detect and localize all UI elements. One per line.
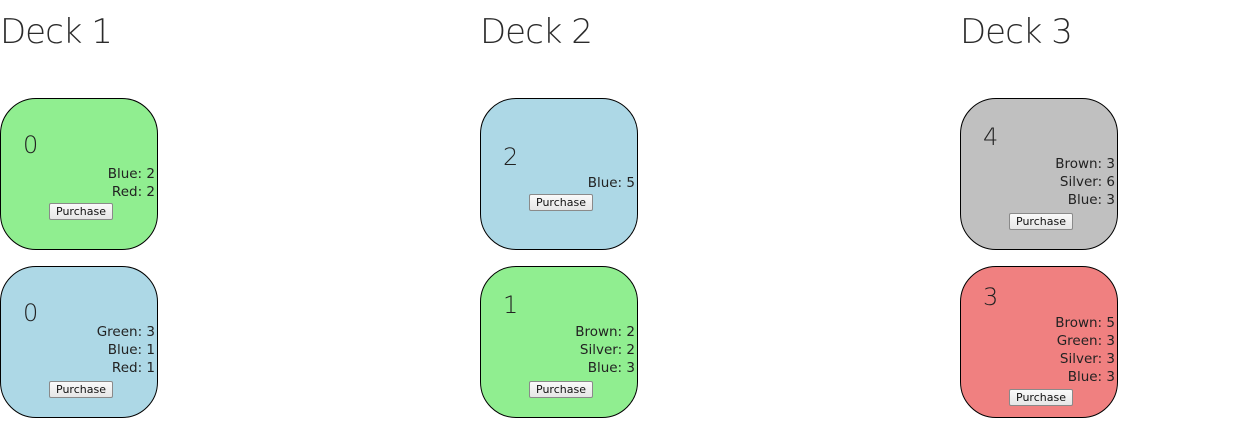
card-points: 3 bbox=[983, 283, 999, 311]
purchase-button[interactable]: Purchase bbox=[49, 381, 113, 398]
purchase-button[interactable]: Purchase bbox=[529, 194, 593, 211]
cost-item: Blue: 3 bbox=[1067, 192, 1115, 208]
card-points: 0 bbox=[23, 299, 39, 327]
card-costs: Green: 3 Blue: 1 Red: 1 bbox=[97, 323, 155, 377]
cost-item: Blue: 1 bbox=[107, 342, 155, 358]
card-costs: Brown: 2 Silver: 2 Blue: 3 bbox=[575, 323, 635, 377]
cost-item: Silver: 6 bbox=[1059, 174, 1115, 190]
purchase-button[interactable]: Purchase bbox=[529, 381, 593, 398]
cost-item: Blue: 2 bbox=[107, 166, 155, 182]
card: 0 Green: 3 Blue: 1 Red: 1 Purchase bbox=[0, 266, 158, 418]
purchase-button[interactable]: Purchase bbox=[1009, 389, 1073, 406]
cost-item: Brown: 5 bbox=[1055, 315, 1115, 331]
card-points: 0 bbox=[23, 131, 39, 159]
card-points: 1 bbox=[503, 291, 519, 319]
card: 1 Brown: 2 Silver: 2 Blue: 3 Purchase bbox=[480, 266, 638, 418]
card-costs: Brown: 5 Green: 3 Silver: 3 Blue: 3 bbox=[1055, 314, 1115, 386]
cost-item: Green: 3 bbox=[96, 324, 155, 340]
cost-item: Red: 1 bbox=[111, 360, 155, 376]
purchase-button[interactable]: Purchase bbox=[1009, 213, 1073, 230]
deck-title: Deck 2 bbox=[480, 12, 593, 52]
cost-item: Silver: 3 bbox=[1059, 351, 1115, 367]
card-points: 4 bbox=[983, 123, 999, 151]
card-points: 2 bbox=[503, 143, 519, 171]
cost-item: Blue: 5 bbox=[587, 175, 635, 191]
card: 4 Brown: 3 Silver: 6 Blue: 3 Purchase bbox=[960, 98, 1118, 250]
purchase-button[interactable]: Purchase bbox=[49, 203, 113, 220]
card-costs: Blue: 2 Red: 2 bbox=[108, 165, 155, 201]
deck-title: Deck 3 bbox=[960, 12, 1073, 52]
cost-item: Blue: 3 bbox=[1067, 369, 1115, 385]
card: 0 Blue: 2 Red: 2 Purchase bbox=[0, 98, 158, 250]
card-costs: Blue: 5 bbox=[588, 174, 635, 192]
cost-item: Green: 3 bbox=[1056, 333, 1115, 349]
cost-item: Red: 2 bbox=[111, 184, 155, 200]
cost-item: Brown: 2 bbox=[575, 324, 635, 340]
cost-item: Blue: 3 bbox=[587, 360, 635, 376]
card: 3 Brown: 5 Green: 3 Silver: 3 Blue: 3 Pu… bbox=[960, 266, 1118, 418]
card-costs: Brown: 3 Silver: 6 Blue: 3 bbox=[1055, 155, 1115, 209]
cost-item: Brown: 3 bbox=[1055, 156, 1115, 172]
cost-item: Silver: 2 bbox=[579, 342, 635, 358]
card: 2 Blue: 5 Purchase bbox=[480, 98, 638, 250]
deck-title: Deck 1 bbox=[0, 12, 113, 52]
